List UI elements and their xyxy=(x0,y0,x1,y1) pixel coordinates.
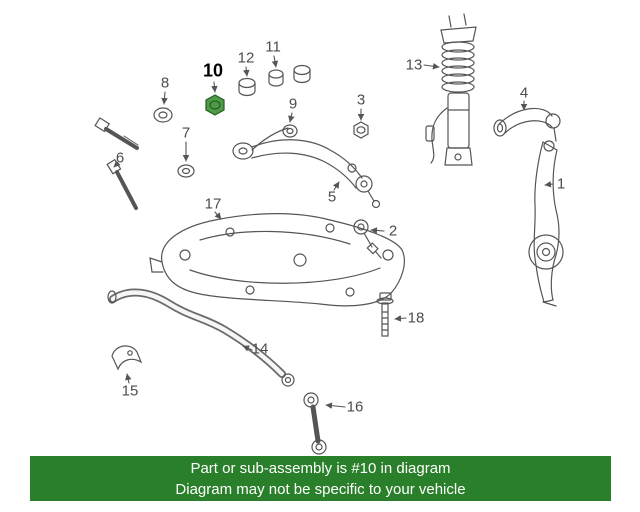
banner-line-2: Diagram may not be specific to your vehi… xyxy=(175,480,466,498)
part-label-4[interactable]: 4 xyxy=(519,84,529,102)
bushings-art xyxy=(238,64,311,97)
part-label-2[interactable]: 2 xyxy=(388,222,398,240)
part-2-art xyxy=(353,219,382,259)
part-label-7[interactable]: 7 xyxy=(181,124,191,142)
part-label-13[interactable]: 13 xyxy=(405,56,423,74)
leader-lines xyxy=(113,55,554,409)
part-label-3[interactable]: 3 xyxy=(356,91,366,109)
subframe-art xyxy=(149,213,405,307)
part-label-1[interactable]: 1 xyxy=(556,175,566,193)
upper-control-arm-art xyxy=(493,107,561,142)
strut-assembly-art xyxy=(425,13,477,166)
part-label-18[interactable]: 18 xyxy=(407,309,425,327)
stabilizer-bar-art xyxy=(107,288,295,387)
washer-7-art xyxy=(177,164,195,178)
part-label-5[interactable]: 5 xyxy=(327,188,337,206)
part-label-10-highlighted[interactable]: 10 xyxy=(202,60,224,81)
bracket-15-art xyxy=(111,345,143,371)
part-label-11[interactable]: 11 xyxy=(265,38,281,56)
part-label-16[interactable]: 16 xyxy=(346,398,364,416)
knuckle-art xyxy=(528,140,564,307)
highlighted-part-10[interactable] xyxy=(205,94,225,116)
part-label-9[interactable]: 9 xyxy=(288,95,298,113)
part-label-14[interactable]: 14 xyxy=(251,340,269,358)
part-label-17[interactable]: 17 xyxy=(204,195,222,213)
part-label-8[interactable]: 8 xyxy=(160,74,170,92)
part-label-6[interactable]: 6 xyxy=(115,149,125,167)
part-label-15[interactable]: 15 xyxy=(121,382,139,400)
banner-line-1: Part or sub-assembly is #10 in diagram xyxy=(190,459,451,477)
nut-3-art xyxy=(353,121,369,139)
link-16-art xyxy=(303,392,327,455)
washer-8-art xyxy=(153,107,173,123)
bolts-6-art xyxy=(94,117,139,210)
lower-control-arm-art xyxy=(232,124,381,209)
bolt-18-art xyxy=(376,292,394,337)
highlight-info-banner: Part or sub-assembly is #10 in diagram D… xyxy=(30,456,611,501)
part-label-12[interactable]: 12 xyxy=(237,49,255,67)
